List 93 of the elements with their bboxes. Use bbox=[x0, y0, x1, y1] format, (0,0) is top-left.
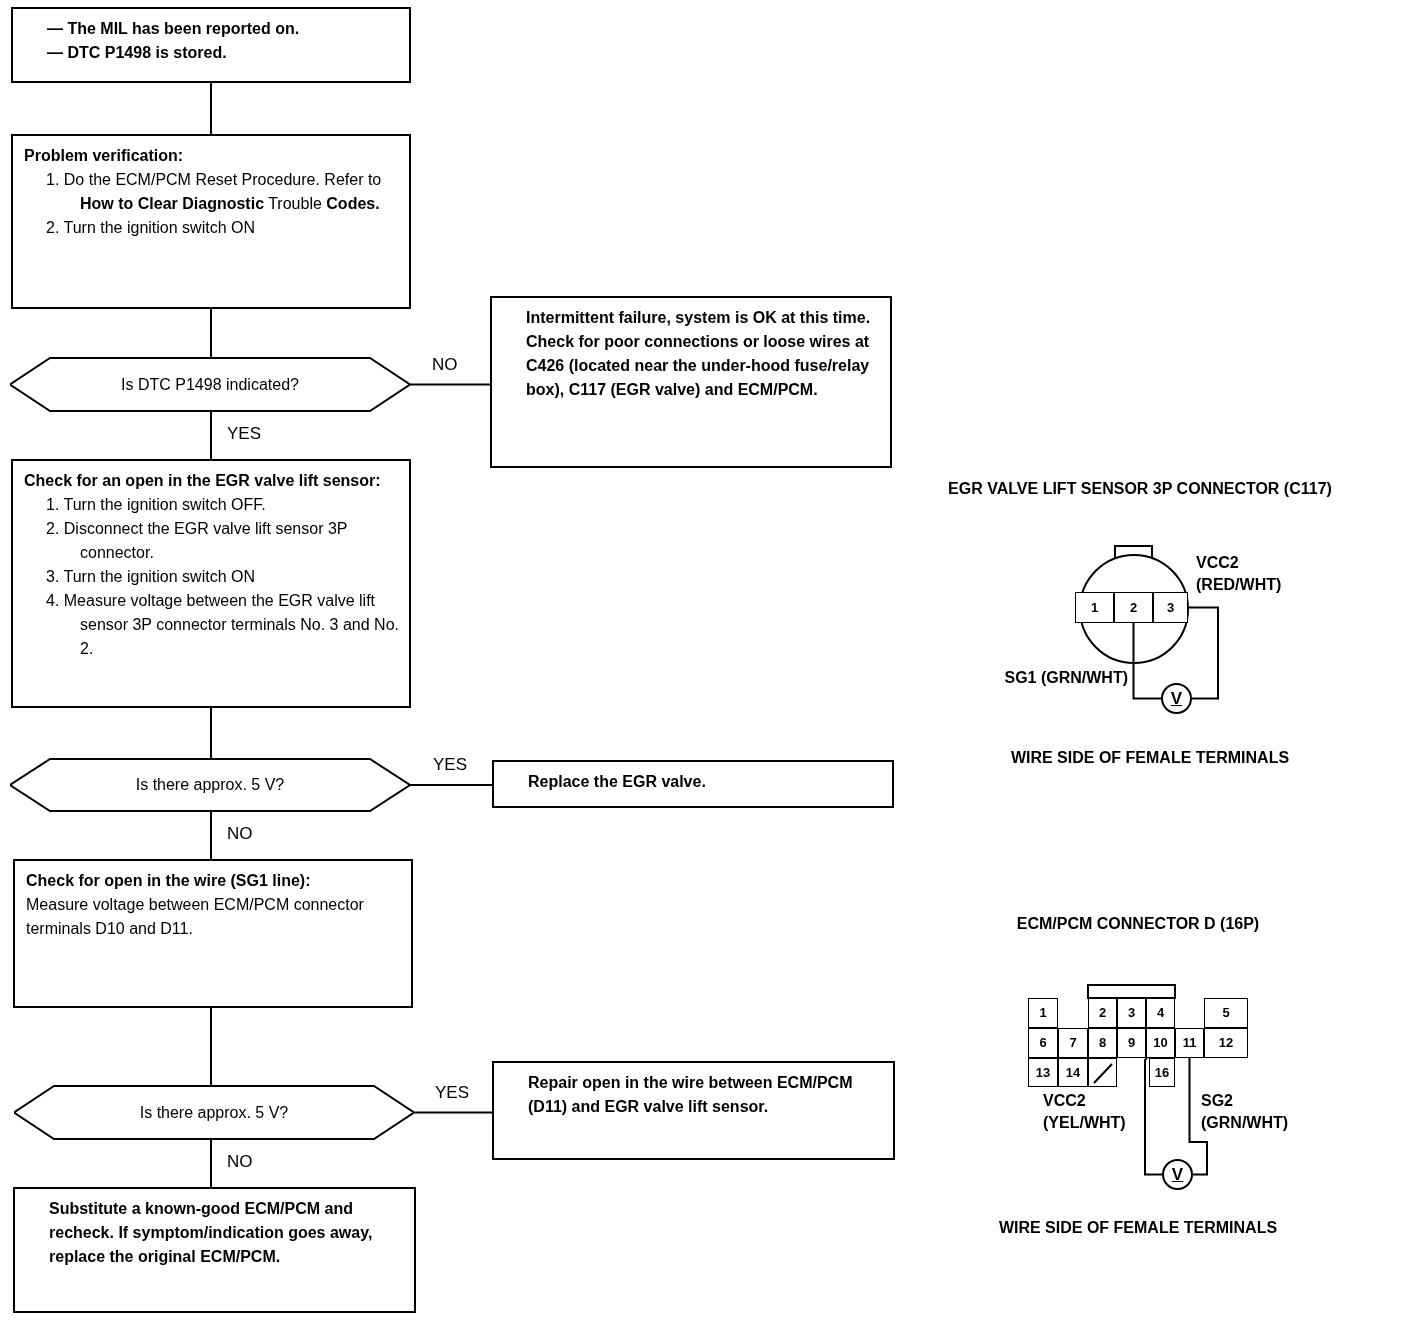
terminal-cell bbox=[1153, 592, 1188, 623]
terminal-cell bbox=[1204, 998, 1248, 1028]
step-text: — The MIL has been reported on. bbox=[47, 19, 301, 39]
terminal-cell bbox=[1058, 1058, 1088, 1087]
pin-number: 16 bbox=[1154, 1063, 1170, 1082]
pin-number: 10 bbox=[1153, 1034, 1168, 1052]
connector-line bbox=[210, 308, 212, 358]
process-box bbox=[13, 859, 413, 1008]
connector-title: ECM/PCM CONNECTOR D (16P) bbox=[1016, 914, 1260, 934]
step-heading: Problem verification: bbox=[24, 146, 185, 166]
pin-number: 2 bbox=[1129, 598, 1138, 617]
pin-number: 13 bbox=[1035, 1063, 1051, 1082]
step-text: — DTC P1498 is stored. bbox=[47, 43, 228, 63]
wire-label: SG2 (GRN/WHT) bbox=[1201, 1091, 1290, 1133]
wire-label: SG1 (GRN/WHT) bbox=[1004, 668, 1128, 688]
process-box bbox=[11, 7, 411, 83]
wire-label: VCC2 (RED/WHT) bbox=[1196, 553, 1283, 595]
pin-number: 7 bbox=[1069, 1034, 1077, 1052]
terminal-cell bbox=[1146, 1028, 1175, 1058]
pin-number: 1 bbox=[1039, 1004, 1047, 1022]
process-box bbox=[492, 760, 894, 808]
step-text: 2. Turn the ignition switch ON bbox=[46, 218, 256, 238]
terminal-cell bbox=[1149, 1058, 1175, 1087]
step-text: Intermittent failure, system is OK at this time. Check for poor connections or loose wires at C426 (located near the under-hood fuse/relay box), C117 (EGR valve) and ECM/PCM. bbox=[526, 308, 872, 400]
wire bbox=[1144, 1057, 1163, 1176]
pin-number: 12 bbox=[1218, 1034, 1234, 1052]
terminal-cell bbox=[1088, 1028, 1117, 1058]
pin-number: 14 bbox=[1065, 1063, 1081, 1082]
connector-line bbox=[409, 383, 491, 386]
process-box bbox=[492, 1061, 895, 1160]
view-caption: WIRE SIDE OF FEMALE TERMINALS bbox=[998, 1218, 1278, 1238]
connector-title: EGR VALVE LIFT SENSOR 3P CONNECTOR (C117) bbox=[948, 479, 1332, 499]
pin-number: 1 bbox=[1090, 598, 1099, 617]
question-text: Is DTC P1498 indicated? bbox=[121, 374, 299, 395]
voltmeter-symbol bbox=[1162, 1159, 1193, 1190]
decision-diamond bbox=[10, 758, 410, 812]
connector-line bbox=[210, 411, 212, 460]
process-box bbox=[11, 134, 411, 309]
step-text: Replace the EGR valve. bbox=[528, 772, 707, 792]
voltmeter-label: V bbox=[1170, 687, 1183, 710]
decision-diamond bbox=[10, 357, 410, 412]
terminal-cell bbox=[1114, 592, 1153, 623]
terminal-cell bbox=[1175, 1028, 1204, 1058]
terminal-cell bbox=[1146, 998, 1175, 1028]
voltmeter-label: V bbox=[1171, 1163, 1184, 1186]
terminal-cell bbox=[1058, 1028, 1088, 1058]
step-text: 1. Turn the ignition switch OFF. bbox=[46, 495, 267, 515]
process-box bbox=[490, 296, 892, 468]
connector-line bbox=[210, 1007, 212, 1086]
voltmeter-symbol bbox=[1161, 683, 1192, 714]
pin-number: 9 bbox=[1127, 1034, 1136, 1052]
pin-number: 8 bbox=[1098, 1034, 1107, 1052]
step-text: Measure voltage between ECM/PCM connector terminals D10 and D11. bbox=[26, 895, 365, 939]
question-text: Is there approx. 5 V? bbox=[135, 775, 285, 795]
terminal-cell bbox=[1117, 1028, 1146, 1058]
wire-label: VCC2 (YEL/WHT) bbox=[1043, 1091, 1127, 1133]
connector-line bbox=[210, 82, 212, 135]
view-caption: WIRE SIDE OF FEMALE TERMINALS bbox=[1010, 748, 1290, 768]
wire bbox=[1132, 622, 1162, 700]
terminal-cell bbox=[1088, 998, 1117, 1028]
decision-diamond bbox=[14, 1085, 414, 1140]
step-text: 1. Do the ECM/PCM Reset Procedure. Refer to How to Clear Diagnostic Trouble Codes. bbox=[46, 170, 383, 214]
blank-cell bbox=[1088, 1058, 1117, 1087]
terminal-cell bbox=[1028, 998, 1058, 1028]
wire bbox=[1187, 606, 1219, 700]
step-text: Substitute a known-good ECM/PCM and recheck. If symptom/indication goes away, replace the original ECM/PCM. bbox=[49, 1199, 374, 1267]
step-text: 3. Turn the ignition switch ON bbox=[46, 567, 256, 587]
connector-line bbox=[210, 707, 212, 759]
pin-number: 2 bbox=[1098, 1004, 1107, 1022]
pin-number: 4 bbox=[1156, 1004, 1165, 1022]
process-box bbox=[13, 1187, 416, 1313]
terminal-cell bbox=[1028, 1058, 1058, 1087]
question-text: Is there approx. 5 V? bbox=[139, 1102, 289, 1123]
process-box bbox=[11, 459, 411, 708]
step-text: Repair open in the wire between ECM/PCM (D11) and EGR valve lift sensor. bbox=[528, 1073, 854, 1117]
terminal-cell bbox=[1117, 998, 1146, 1028]
wire bbox=[1188, 1057, 1208, 1176]
pin-number: 3 bbox=[1166, 598, 1175, 617]
pin-number: 5 bbox=[1222, 1004, 1230, 1022]
terminal-cell bbox=[1075, 592, 1114, 623]
connector-line bbox=[210, 1139, 212, 1188]
step-heading: Check for open in the wire (SG1 line): bbox=[26, 871, 312, 891]
terminal-cell bbox=[1028, 1028, 1058, 1058]
terminal-cell bbox=[1204, 1028, 1248, 1058]
step-text: 2. Disconnect the EGR valve lift sensor 3P connector. bbox=[46, 519, 349, 563]
step-heading: Check for an open in the EGR valve lift sensor: bbox=[24, 471, 382, 491]
pin-number: 11 bbox=[1182, 1034, 1197, 1052]
pin-number: 3 bbox=[1127, 1004, 1136, 1022]
pin-number: 6 bbox=[1039, 1034, 1047, 1052]
connector-line bbox=[413, 1111, 493, 1114]
connector-line bbox=[210, 811, 212, 860]
step-text: 4. Measure voltage between the EGR valve lift sensor 3P connector terminals No. 3 and No. 2. bbox=[46, 591, 399, 659]
connector-line bbox=[409, 784, 493, 786]
